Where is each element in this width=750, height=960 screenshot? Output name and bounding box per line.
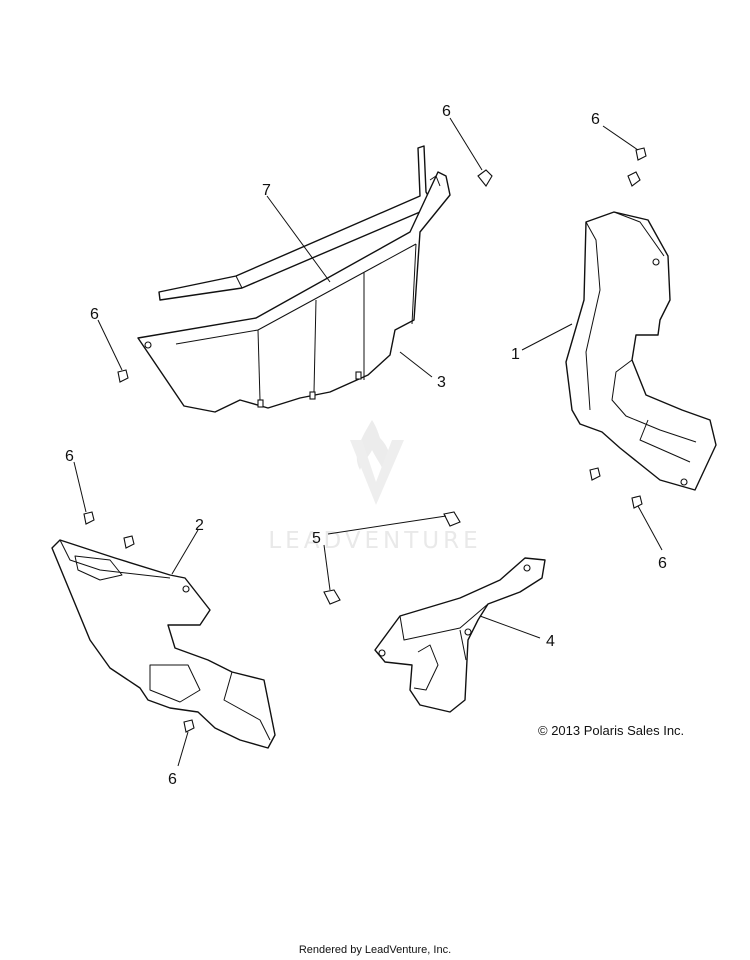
callout-6-bottom-left: 6: [168, 771, 177, 788]
watermark-text: LEADVENTURE: [268, 528, 481, 554]
footer-text: Rendered by LeadVenture, Inc.: [298, 944, 452, 956]
part-7-trim-strip: [158, 145, 435, 301]
part-2-left-side-panel: [51, 539, 276, 749]
flame-logo: [356, 420, 391, 480]
callout-5: 5: [312, 530, 321, 547]
callout-6-top-right: 6: [591, 111, 600, 128]
leadventure-watermark: LEADVENTURE: [268, 420, 481, 554]
callout-7: 7: [262, 182, 271, 199]
callout-6-mid-left: 6: [65, 448, 74, 465]
part-4-center-bracket: [374, 557, 546, 713]
callout-6-top-center: 6: [442, 103, 451, 120]
callout-4: 4: [546, 633, 555, 650]
callout-1: 1: [511, 346, 520, 363]
callout-labels: 7 6 6 6 3 1 6 2 5 4 6 6: [65, 103, 667, 788]
callout-3: 3: [437, 374, 446, 391]
callout-6-left: 6: [90, 306, 99, 323]
callout-2: 2: [195, 517, 204, 534]
callout-6-bottom-right: 6: [658, 555, 667, 572]
fastener-clips: [83, 147, 647, 733]
v-logo: [350, 440, 404, 505]
copyright-text: © 2013 Polaris Sales Inc.: [538, 723, 685, 738]
part-3-front-panel: [137, 171, 451, 413]
leader-lines: [73, 117, 663, 767]
part-1-right-side-panel: [565, 211, 717, 491]
